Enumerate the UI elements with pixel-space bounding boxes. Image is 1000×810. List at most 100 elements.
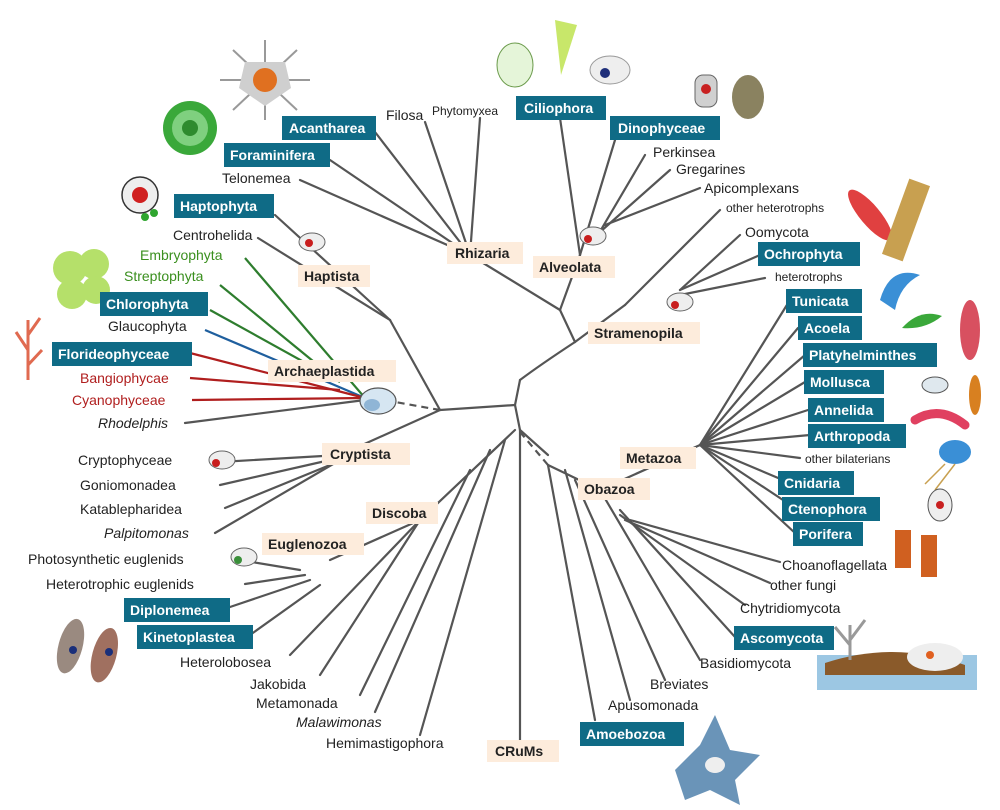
ciliophora-illustration [496, 20, 631, 88]
branch-rhodelphis [183, 398, 367, 425]
cell-icon-stramenopila [666, 292, 694, 312]
label-glaucophyta: Glaucophyta [108, 318, 187, 334]
group-obazoa: Obazoa [578, 478, 650, 500]
box-haptophyta: Haptophyta [174, 194, 274, 218]
kinetoplastea-illustration [56, 618, 118, 683]
branch-sar-stem [558, 308, 577, 344]
cell-icon-archaeplastida [359, 387, 397, 415]
branch-backbone-bottom [518, 428, 550, 457]
box-ascomycota: Ascomycota [734, 626, 834, 650]
box-label-ctenophora: Ctenophora [788, 501, 867, 517]
box-platyhelminthes: Platyhelminthes [803, 343, 937, 367]
group-label-euglenozoa: Euglenozoa [268, 536, 347, 552]
organism-illustrations [14, 20, 981, 805]
label-hemimastigophora: Hemimastigophora [326, 735, 444, 751]
group-crums: CRuMs [487, 740, 559, 762]
platyhelminthes-illustration [960, 300, 980, 360]
porifera-illustration [895, 530, 937, 577]
label-basidiomycota: Basidiomycota [700, 655, 791, 671]
plain-labels: Filosa Phytomyxea Telonemea Centrohelida… [28, 104, 890, 751]
label-other-fungi: other fungi [770, 577, 836, 593]
dashed-connectors [394, 400, 549, 466]
acoela-illustration [902, 313, 942, 329]
label-apicomplexans: Apicomplexans [704, 180, 799, 196]
box-acantharea: Acantharea [282, 116, 376, 140]
box-label-chlorophyta: Chlorophyta [106, 296, 189, 312]
haptophyta-illustration [121, 176, 159, 221]
box-label-acoela: Acoela [804, 320, 850, 336]
branch-acoela [698, 326, 800, 447]
box-chlorophyta: Chlorophyta [100, 292, 208, 316]
branch-heterotrophs [678, 276, 767, 297]
branch-jakobida [318, 518, 422, 677]
branch-cnidaria [698, 443, 792, 485]
branch-heterotrophic [243, 573, 307, 586]
branch-platyhelminthes [698, 353, 807, 447]
label-bangiophyceae: Bangiophycae [80, 370, 169, 386]
group-cryptista: Cryptista [322, 443, 410, 465]
branch-basidiomycota [598, 488, 702, 662]
cnidaria-illustration [924, 440, 971, 491]
label-palpitomonas: Palpitomonas [104, 525, 189, 541]
box-florideophyceae: Florideophyceae [52, 342, 192, 366]
box-foraminifera: Foraminifera [224, 143, 330, 167]
label-apusomonada: Apusomonada [608, 697, 699, 713]
label-cyanophyceae: Cyanophyceae [72, 392, 166, 408]
box-label-acantharea: Acantharea [289, 120, 365, 136]
box-label-annelida: Annelida [814, 402, 873, 418]
annelida-illustration [910, 409, 970, 430]
label-heterotrophic-euglenids: Heterotrophic euglenids [46, 576, 194, 592]
branch-breviates [573, 478, 667, 682]
group-label-discoba: Discoba [372, 505, 427, 521]
dashed-archaeplastida [394, 400, 441, 412]
box-acoela: Acoela [798, 316, 862, 340]
branch-heterolobosea [288, 518, 422, 657]
label-photosynthetic-euglenids: Photosynthetic euglenids [28, 551, 184, 567]
label-telonemea: Telonemea [222, 170, 291, 186]
label-filosa: Filosa [386, 107, 424, 123]
dashed-amorphea [519, 431, 549, 466]
branch-katablepharidea [223, 463, 332, 510]
branch-rhizaria-stem [468, 253, 562, 312]
branch-foraminifera [328, 158, 472, 257]
group-label-rhizaria: Rhizaria [455, 245, 510, 261]
label-centrohelida: Centrohelida [173, 227, 253, 243]
branch-bangiophyceae [189, 376, 341, 392]
label-heterolobosea: Heterolobosea [180, 654, 271, 670]
group-rhizaria: Rhizaria [447, 242, 523, 264]
label-cryptophyceae: Cryptophyceae [78, 452, 172, 468]
box-label-mollusca: Mollusca [810, 374, 870, 390]
arthropoda-illustration [969, 375, 981, 415]
label-gregarines: Gregarines [676, 161, 745, 177]
group-stramenopila: Stramenopila [588, 322, 700, 344]
box-tunicata: Tunicata [786, 289, 862, 313]
branch-other-fungi [623, 518, 772, 585]
branch-backbone-top [518, 340, 577, 382]
group-label-haptista: Haptista [304, 268, 359, 284]
branch-amoebozoa [546, 463, 597, 722]
box-arthropoda: Arthropoda [808, 424, 906, 448]
box-cnidaria: Cnidaria [778, 471, 854, 495]
box-label-platyhelminthes: Platyhelminthes [809, 347, 917, 363]
box-label-porifera: Porifera [799, 526, 852, 542]
box-label-foraminifera: Foraminifera [230, 147, 315, 163]
label-other-bilaterians: other bilaterians [805, 452, 890, 466]
box-label-tunicata: Tunicata [792, 293, 849, 309]
label-phytomyxea: Phytomyxea [432, 104, 498, 118]
branch-metamonada [358, 468, 472, 697]
cell-icon-alveolata [579, 226, 607, 246]
branch-filosa [423, 120, 472, 257]
dinophyceae-illustration [694, 74, 764, 119]
branch-apicomplexans [603, 186, 702, 227]
box-label-dinophyceae: Dinophyceae [618, 120, 705, 136]
label-breviates: Breviates [650, 676, 708, 692]
boxed-labels: Ciliophora Acantharea Foraminifera Dinop… [52, 96, 937, 746]
group-label-stramenopila: Stramenopila [594, 325, 683, 341]
florideophyceae-illustration [14, 317, 44, 380]
branch-ochrophyta [678, 253, 762, 292]
box-ochrophyta: Ochrophyta [758, 242, 860, 266]
branch-kinetoplastea [248, 583, 322, 637]
branch-oomycota [678, 233, 742, 292]
box-label-arthropoda: Arthropoda [814, 428, 890, 444]
acantharea-illustration [220, 40, 310, 120]
